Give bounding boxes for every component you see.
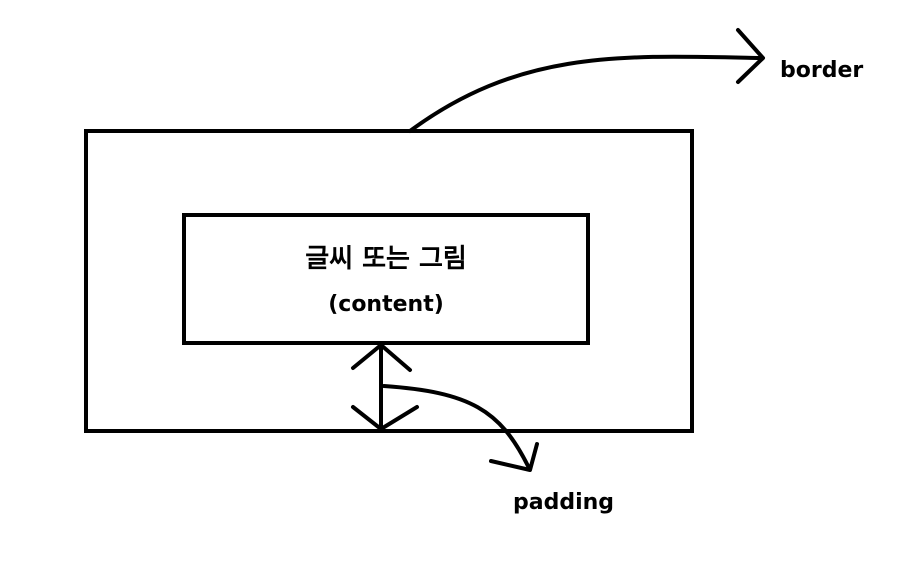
outer-border-box [84, 129, 694, 433]
padding-arrow-head-bottom [351, 405, 419, 431]
border-arrow-head [736, 28, 765, 84]
padding-label: padding [513, 490, 615, 515]
content-text-label: 글씨 또는 그림 [305, 244, 467, 274]
border-label: border [780, 58, 864, 83]
padding-callout-head [489, 442, 539, 472]
padding-arrow-head-top [351, 343, 412, 372]
padding-callout-curve [382, 384, 530, 468]
content-sub-label: (content) [328, 292, 444, 317]
border-arrow-curve [408, 54, 762, 133]
content-box [182, 213, 590, 345]
